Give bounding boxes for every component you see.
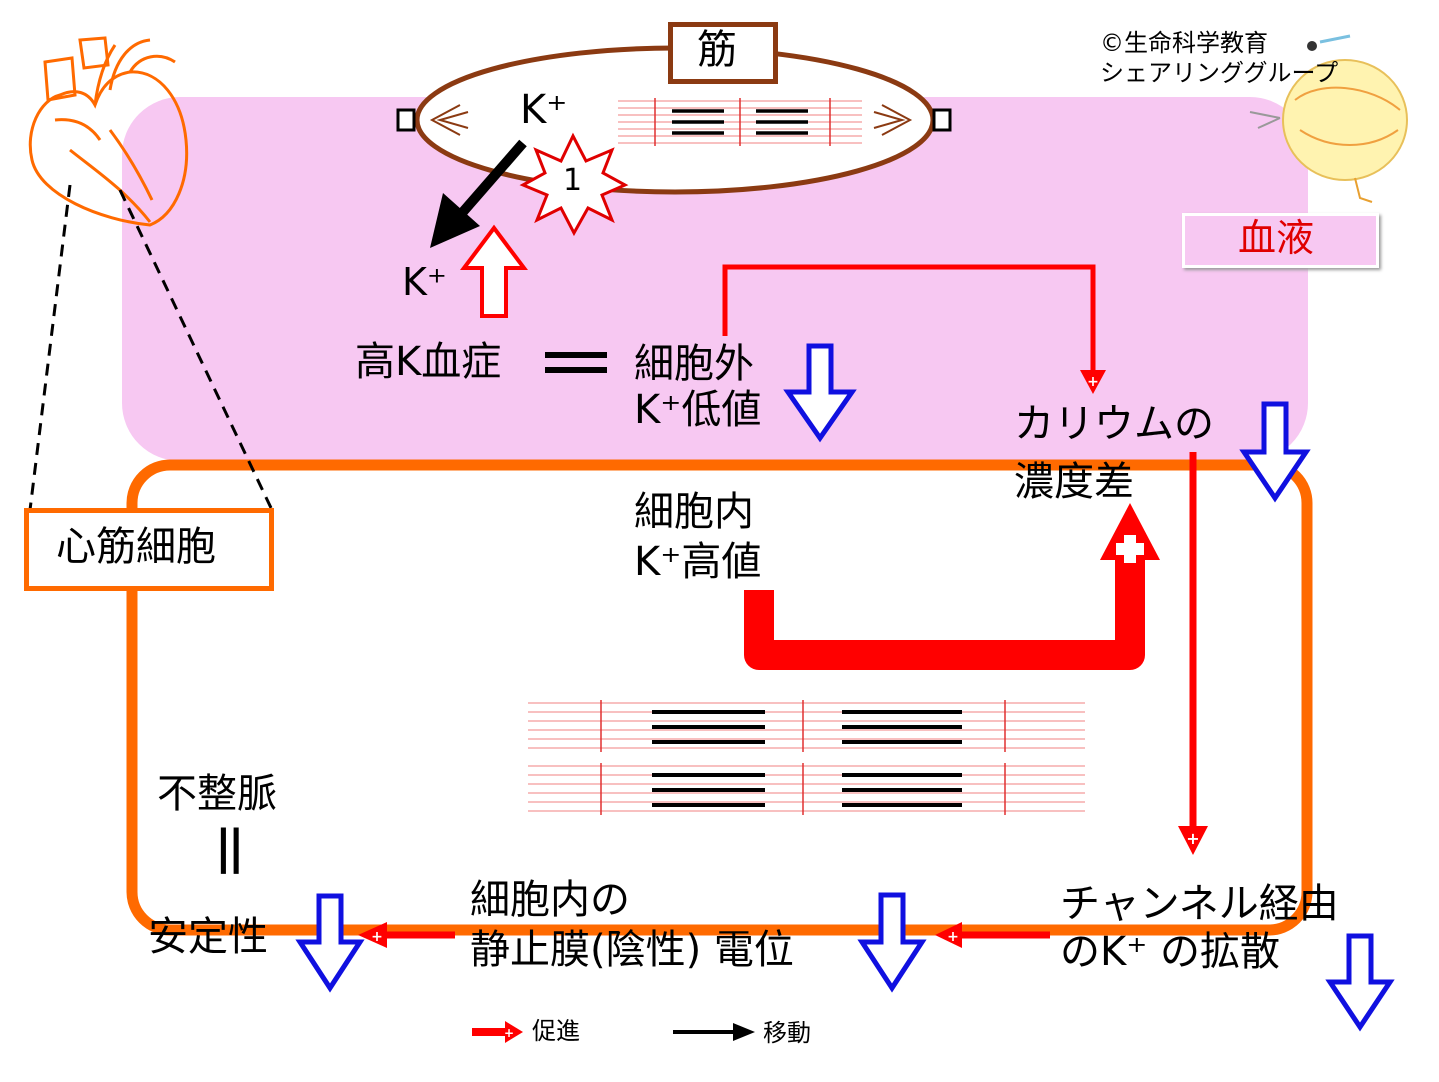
equals-bar-top [545, 352, 607, 358]
potential-decrease-arrow [857, 892, 927, 993]
stability-label: 安定性 [148, 914, 268, 960]
promote-plus-2-h [1116, 543, 1144, 555]
promote-plus-1: + [1087, 374, 1099, 390]
extracellular-decrease-arrow [783, 343, 857, 443]
potential-line1: 細胞内の [470, 877, 630, 923]
cell-label: 心筋細胞 [56, 524, 216, 570]
promote-head-potential [358, 922, 387, 948]
muscle-tendon-right [932, 108, 952, 132]
legend-promote-label: 促進 [532, 1017, 580, 1045]
gradient-line1: カリウムの [1014, 401, 1214, 447]
intracellular-line1: 細胞内 [634, 489, 754, 535]
diffusion-decrease-arrow [1325, 933, 1395, 1032]
equals-bar-bottom [545, 367, 607, 373]
extracellular-line1: 細胞外 [634, 341, 754, 387]
muscle-tendon-left [396, 108, 416, 132]
intracellular-line2: K⁺高値 [634, 539, 762, 585]
cardiac-cell-membrane [126, 459, 1313, 936]
heart-icon [28, 36, 189, 227]
legend: + [472, 1021, 755, 1043]
promote-path-extracellular [722, 264, 1096, 372]
svg-text:+: + [504, 1026, 514, 1040]
potential-line2: 静止膜(陰性) 電位 [470, 927, 794, 973]
chick-mascot-icon [1249, 34, 1408, 203]
k-efflux-arrowhead [430, 193, 480, 248]
blood-label: 血液 [1238, 216, 1315, 260]
promote-head-gradient [1178, 826, 1208, 855]
cardiac-sarcomere [528, 700, 1085, 815]
promote-head-intracellular [1100, 503, 1160, 560]
starburst-number: 1 [563, 163, 583, 198]
k-efflux-arrow [458, 139, 527, 217]
hyperkalemia-label: 高K血症 [355, 339, 502, 385]
copyright-line1: ©生命科学教育 [1100, 29, 1268, 57]
heart-zoom-line-left [28, 184, 72, 511]
promote-plus-3: + [1186, 829, 1199, 848]
muscle-label-box [668, 22, 778, 84]
promote-head-extracellular [1080, 370, 1106, 394]
extracellular-line2: K⁺低値 [634, 387, 762, 433]
promote-path-intracellular [744, 555, 1145, 670]
arrhythmia-label: 不整脈 [157, 771, 277, 817]
muscle-contraction-arrows [429, 104, 913, 136]
stability-decrease-arrow [295, 893, 365, 993]
copyright-line2: シェアリンググループ [1100, 59, 1339, 87]
event-starburst [519, 132, 629, 237]
k-plus-label-moved: K⁺ [402, 260, 447, 304]
diffusion-line2: のK⁺ の拡散 [1060, 929, 1281, 975]
legend-move-label: 移動 [763, 1019, 811, 1047]
cell-label-box [24, 508, 274, 591]
muscle-sarcomere-small [618, 98, 862, 146]
k-plus-label-top: K⁺ [520, 87, 568, 133]
promote-head-diffusion [935, 922, 962, 948]
promote-plus-4: + [947, 929, 959, 945]
vertical-equals: || [215, 820, 245, 874]
gradient-decrease-arrow [1239, 401, 1311, 503]
blood-label-box [1182, 213, 1379, 268]
muscle-label: 筋 [697, 27, 737, 73]
diffusion-line1: チャンネル経由 [1060, 881, 1339, 927]
k-increase-arrow [460, 224, 528, 318]
promote-plus-5: + [371, 929, 383, 945]
gradient-line2: 濃度差 [1014, 459, 1134, 505]
